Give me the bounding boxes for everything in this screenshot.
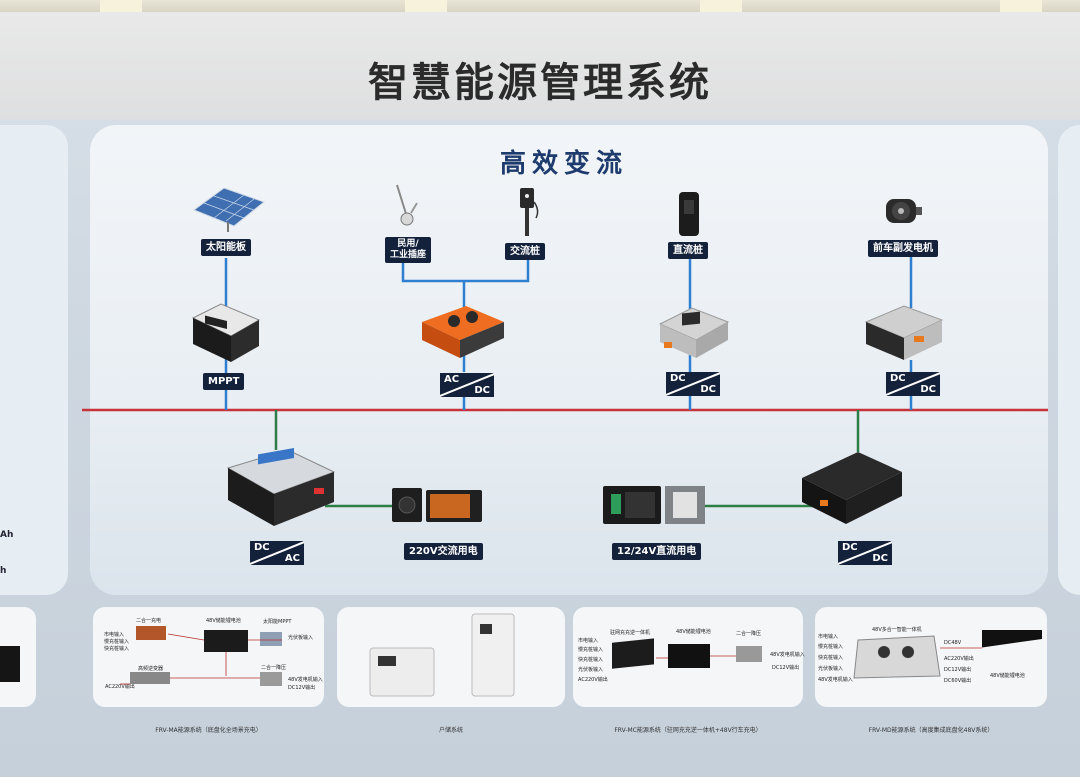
diagram-label: 光伏板输入: [578, 667, 604, 673]
diagram-label: 二合一降压: [261, 665, 287, 671]
label-dc-pile: 直流桩: [668, 242, 708, 259]
diagram-label: 慢充桩输入: [818, 644, 844, 650]
diagram-label: 慢充桩输入: [578, 647, 604, 653]
dc-appliances-image: [603, 486, 705, 524]
diagram-label: 48V多合一智能一体机: [872, 627, 922, 633]
dcdc-converter-image: [864, 305, 944, 360]
diagram-label: DC60V输出: [944, 678, 972, 684]
diagram-label: 二合一充电: [136, 618, 162, 624]
diagram-label: 48V发电机输入: [770, 652, 805, 658]
diagram-label: 慢充桩输入: [104, 639, 130, 645]
converter-dcdc: DC DC: [838, 541, 892, 565]
dc-charging-pile-image: [679, 192, 699, 236]
system-mc-diagram: [612, 638, 762, 669]
label-ac-load: 220V交流用电: [404, 543, 483, 560]
diagram-label: 48V发电机输入: [288, 677, 323, 683]
diagram-label: 市电输入: [578, 638, 599, 644]
converter-in: DC: [670, 373, 686, 384]
system-card-caption: FRV-MD能源系统（高度集成底盘化48V系统）: [868, 727, 994, 734]
ac-appliances-image: [392, 488, 482, 522]
converter-out: DC: [700, 384, 716, 395]
converter-out: AC: [284, 553, 300, 564]
link-line: [401, 260, 530, 410]
diagram-label: AC220V输出: [105, 684, 135, 690]
diagram-label: 光伏板输入: [288, 635, 314, 641]
converter-dcdc: DC DC: [886, 372, 940, 396]
title-band: [0, 12, 1080, 120]
system-card-caption: FRV-MA能源系统（底盘化全场景充电）: [155, 727, 262, 734]
diagram-label: 48V储能锂电池: [206, 618, 241, 624]
system-ma-diagram: [120, 626, 282, 686]
diagram-label: 市电输入: [818, 634, 839, 640]
diagram-label: 快充桩输入: [578, 657, 604, 663]
diagram-label: AC220V输出: [578, 677, 608, 683]
diagram-label: 市电输入: [104, 632, 125, 638]
battery-image: [0, 646, 20, 682]
ac-charging-pile-image: [520, 188, 539, 236]
diagram-label: 快充桩输入: [818, 655, 844, 661]
converter-out: DC: [872, 553, 888, 564]
ceiling-lamp: [700, 0, 742, 12]
diagram-label: 太阳能MPPT: [263, 619, 292, 625]
ceiling-lamp: [1000, 0, 1042, 12]
left-panel: [0, 125, 68, 595]
socket-image: [396, 184, 418, 226]
system-card-caption: FRV-MC能源系统（驻网充充逆一体机+48V行车充电）: [614, 727, 762, 734]
diagram-label: 48V储能锂电池: [990, 673, 1025, 679]
converter-acdc: AC DC: [440, 373, 494, 397]
acdc-charger-image: [422, 306, 504, 358]
system-card-caption: 户储系统: [438, 727, 463, 734]
ceiling-lamp: [100, 0, 142, 12]
label-solar: 太阳能板: [201, 239, 251, 256]
label-socket: 民用/ 工业插座: [385, 237, 432, 263]
diagram-label: 二合一降压: [736, 631, 762, 637]
side-text: h: [0, 566, 7, 576]
diagram-label: AC220V输出: [944, 656, 974, 662]
section-title: 高效变流: [499, 149, 628, 179]
diagram-label: DC12V输出: [772, 665, 800, 671]
system-md-diagram: [853, 630, 1042, 679]
dcdc-module-image: [802, 452, 902, 524]
side-text: Ah: [0, 530, 14, 540]
label-generator: 前车副发电机: [868, 240, 938, 257]
converter-out: DC: [920, 384, 936, 395]
right-panel: [1058, 125, 1080, 595]
diagram-label: 驻网充充逆一体机: [610, 630, 651, 636]
diagram-label: DC12V输出: [944, 667, 972, 673]
inverter-image: [226, 448, 336, 526]
diagram-label: 光伏板输入: [818, 666, 844, 672]
diagram-label: 48V发电机输入: [818, 677, 853, 683]
converter-in: DC: [890, 373, 906, 384]
mppt-controller-image: [191, 303, 261, 362]
converter-dcac: DC AC: [250, 541, 304, 565]
diagram-label: DC12V输出: [288, 685, 316, 691]
converter-out: DC: [474, 385, 490, 396]
converter-in: DC: [254, 542, 270, 553]
label-ac-pile: 交流桩: [505, 243, 545, 260]
diagram-label: 高频逆变器: [138, 666, 164, 672]
label-mppt: MPPT: [203, 373, 245, 390]
diagram-label: DC48V: [944, 640, 962, 646]
home-storage-image: [369, 613, 515, 697]
diagram-label: 快充桩输入: [104, 646, 130, 652]
dc-link-line: [274, 410, 860, 452]
ceiling: [0, 0, 1080, 12]
converter-in: DC: [842, 542, 858, 553]
converter-in: AC: [444, 374, 460, 385]
system-card-ma: [93, 607, 324, 707]
board-title: 智慧能源管理系统: [368, 60, 712, 106]
solar-panel-image: [192, 188, 266, 232]
diagram-label: 48V储能锂电池: [676, 629, 711, 635]
generator-image: [886, 199, 922, 223]
converter-dcdc: DC DC: [666, 372, 720, 396]
label-dc-load: 12/24V直流用电: [612, 543, 702, 560]
ceiling-lamp: [405, 0, 447, 12]
dcdc-converter-image: [658, 307, 730, 358]
